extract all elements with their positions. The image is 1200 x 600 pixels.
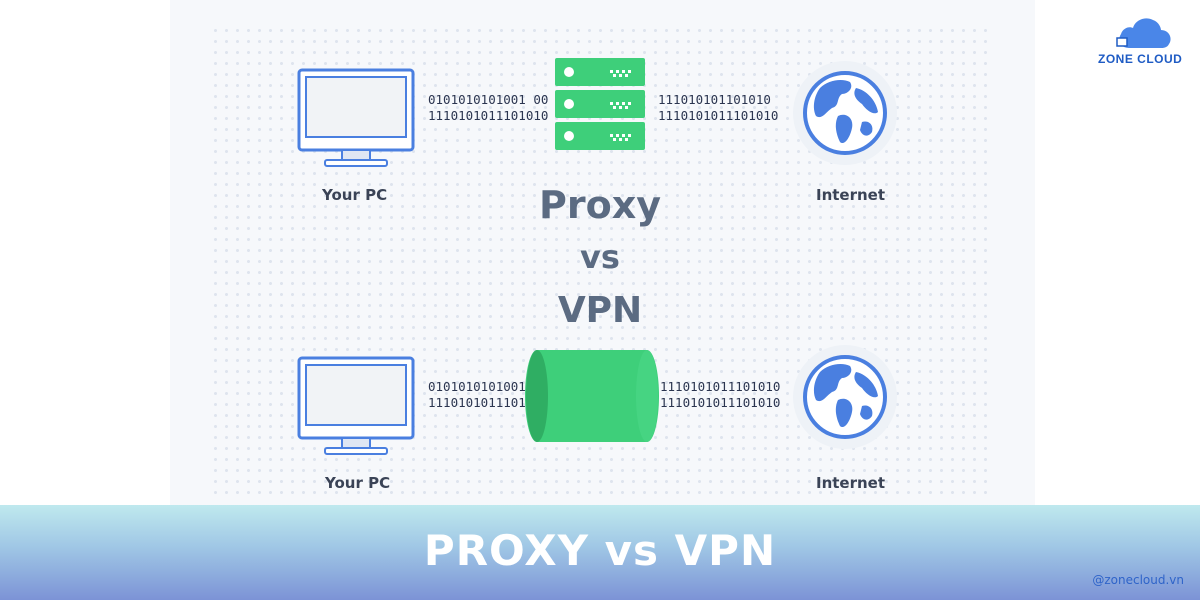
proxy-binary-right-1: 111010101101010 (658, 92, 771, 107)
proxy-internet-label: Internet (816, 186, 886, 204)
proxy-pc-label: Your PC (322, 186, 388, 204)
server-stack-icon (555, 58, 645, 150)
center-title-vs: vs (580, 238, 620, 276)
center-title-vpn: VPN (557, 290, 643, 331)
vpn-binary-right-2: 1110101011101010 (660, 395, 781, 410)
monitor-icon (297, 356, 415, 455)
vpn-pc-label: Your PC (325, 474, 391, 492)
vpn-internet-label: Internet (816, 474, 886, 492)
vpn-binary-left-1: 0101010101001 (428, 379, 526, 394)
banner-title: PROXY vs VPN (423, 526, 777, 575)
globe-icon (793, 345, 897, 449)
vpn-tunnel-icon (525, 350, 659, 442)
logo-text: ZONE CLOUD (1098, 52, 1183, 66)
social-handle: @zonecloud.vn (1092, 573, 1184, 587)
monitor-icon (297, 68, 415, 167)
proxy-binary-left-1: 0101010101001 00 (428, 92, 549, 107)
title-banner (0, 505, 1200, 600)
globe-icon (793, 61, 897, 165)
vpn-binary-right-1: 1110101011101010 (660, 379, 781, 394)
center-title-proxy: Proxy (539, 183, 661, 227)
cloud-logo-icon (1116, 18, 1171, 48)
proxy-binary-right-2: 1110101011101010 (658, 108, 779, 123)
diagram-canvas: Your PC 0101010101001 00 111010101110101… (210, 18, 1183, 495)
vpn-binary-left-2: 1110101011101 (428, 395, 526, 410)
proxy-binary-left-2: 1110101011101010 (428, 108, 549, 123)
